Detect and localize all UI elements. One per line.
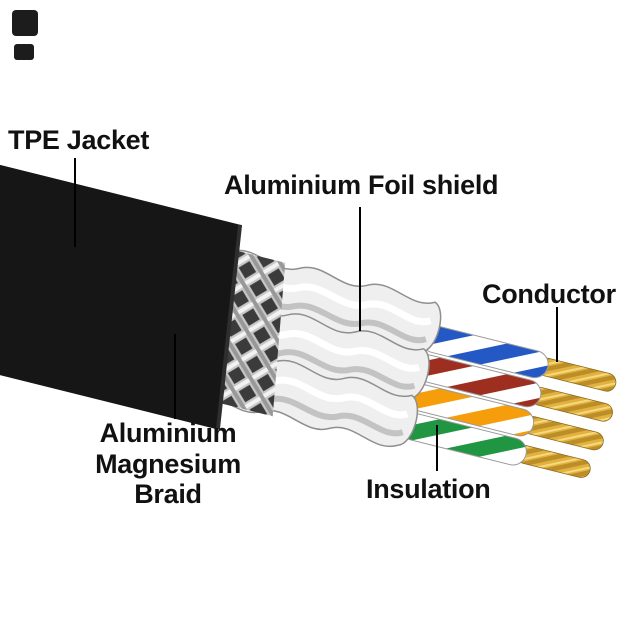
jacket-cut-edge <box>215 224 243 430</box>
leader-lines <box>74 158 558 471</box>
label-braid-line2: Magnesium <box>95 448 241 479</box>
label-tpe-jacket: TPE Jacket <box>8 125 150 155</box>
label-braid-line1: Aluminium <box>99 418 237 448</box>
label-foil-shield: Aluminium Foil shield <box>224 170 499 200</box>
label-conductor: Conductor <box>482 279 616 309</box>
corner-mark-bottom <box>14 44 34 60</box>
label-insulation: Insulation <box>366 474 491 504</box>
corner-mark-top <box>12 10 38 36</box>
label-braid-line3: Braid <box>134 479 202 509</box>
wire-pairs <box>398 325 549 466</box>
cable-jacket <box>0 149 241 430</box>
label-braid: Aluminium Magnesium Braid <box>62 418 274 510</box>
conductor-2 <box>530 386 613 422</box>
cable-group <box>0 149 617 478</box>
conductors <box>515 357 617 478</box>
